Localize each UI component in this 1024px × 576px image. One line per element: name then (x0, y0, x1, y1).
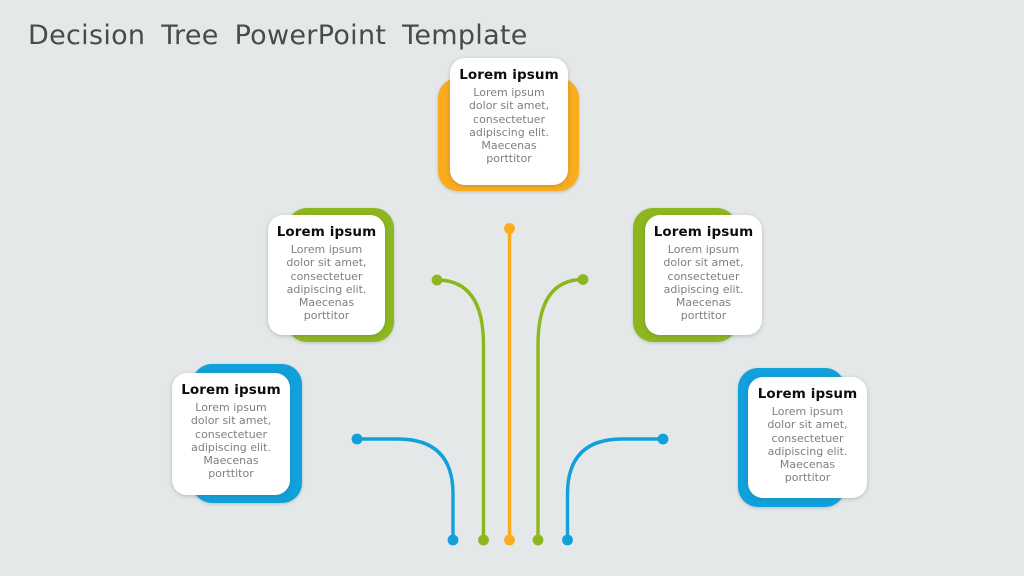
root-dot-green-left (478, 534, 489, 546)
branch-dot-middle-right-end (577, 274, 589, 285)
card-bottom-left-heading: Lorem ipsum (181, 382, 281, 398)
card-middle-left-panel: Lorem ipsum Lorem ipsum dolor sit amet, … (268, 215, 385, 335)
card-bottom-right-body: Lorem ipsum dolor sit amet, consectetuer… (767, 405, 848, 485)
branch-dot-outer-right-end (657, 433, 669, 445)
card-middle-left-heading: Lorem ipsum (276, 224, 377, 240)
card-top-panel: Lorem ipsum Lorem ipsum dolor sit amet, … (450, 58, 568, 185)
branch-line-outer-right (565, 437, 665, 542)
card-bottom-left-body: Lorem ipsum dolor sit amet, consectetuer… (190, 401, 272, 481)
branch-dot-top-end (504, 223, 515, 234)
card-bottom-right-heading: Lorem ipsum (757, 386, 858, 402)
card-middle-right-panel: Lorem ipsum Lorem ipsum dolor sit amet, … (645, 215, 762, 335)
branch-dot-middle-left-end (431, 274, 443, 286)
branch-line-middle-right (536, 277, 585, 542)
card-middle-right-body: Lorem ipsum dolor sit amet, consectetuer… (663, 243, 744, 323)
root-dot-orange (504, 534, 515, 546)
branch-line-middle-left (435, 278, 486, 542)
card-middle-left-body: Lorem ipsum dolor sit amet, consectetuer… (286, 243, 367, 323)
card-middle-right-heading: Lorem ipsum (653, 224, 754, 240)
root-dot-blue-right (562, 534, 573, 546)
card-bottom-left-panel: Lorem ipsum Lorem ipsum dolor sit amet, … (172, 373, 290, 495)
card-bottom-right-panel: Lorem ipsum Lorem ipsum dolor sit amet, … (748, 377, 867, 498)
card-top-body: Lorem ipsum dolor sit amet, consectetuer… (468, 86, 550, 166)
branch-dot-outer-left-end (351, 433, 363, 445)
card-top-heading: Lorem ipsum (459, 67, 559, 83)
slide-title: Decision Tree PowerPoint Template (28, 20, 528, 51)
branch-line-outer-left (355, 437, 455, 542)
root-dot-blue-left (447, 534, 459, 546)
root-dot-green-right (532, 534, 544, 546)
